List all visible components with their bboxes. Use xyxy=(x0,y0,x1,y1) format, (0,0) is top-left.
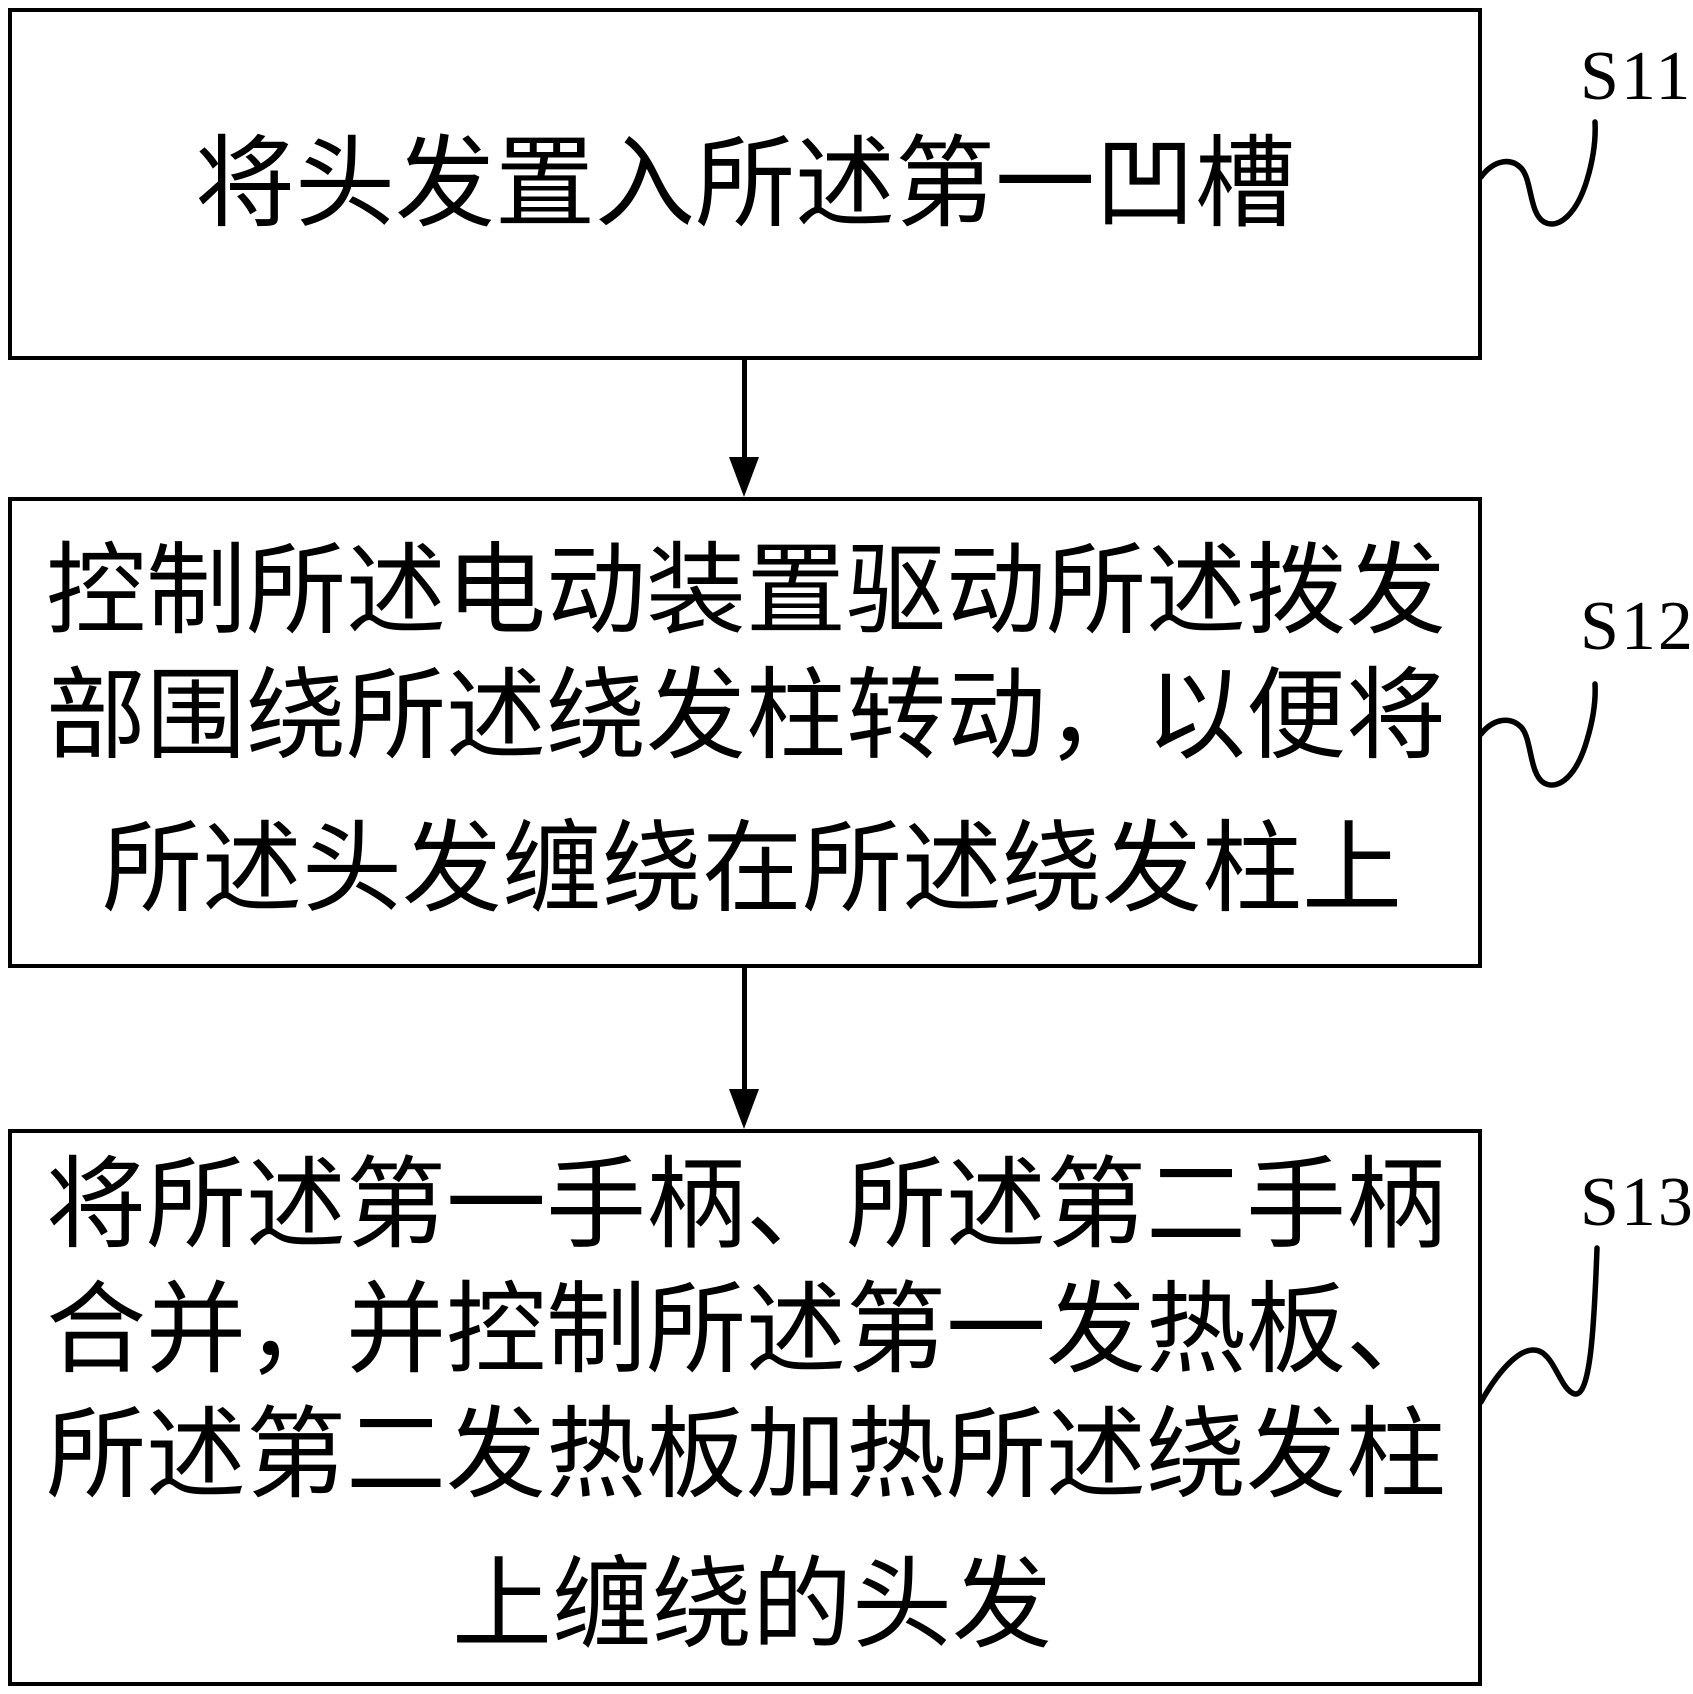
step-s13-text-line: 所述第二发热板加热所述绕发柱 xyxy=(46,1400,1446,1511)
step-box-s13: 将所述第一手柄、所述第二手柄 合并，并控制所述第一发热板、 所述第二发热板加热所… xyxy=(8,1129,1482,1686)
squiggle-connector-s11 xyxy=(1478,119,1598,227)
step-label-s12: S12 xyxy=(1580,588,1693,665)
step-s12-text-line: 控制所述电动装置驱动所述拨发 xyxy=(46,536,1446,647)
step-s13-text-line: 将所述第一手柄、所述第二手柄 xyxy=(46,1150,1446,1261)
step-box-s12: 控制所述电动装置驱动所述拨发 部围绕所述绕发柱转动，以便将 所述头发缠绕在所述绕… xyxy=(8,497,1482,968)
squiggle-connector-s12 xyxy=(1478,681,1598,788)
step-s12-text-line: 所述头发缠绕在所述绕发柱上 xyxy=(102,814,1402,925)
arrow-head-icon xyxy=(729,1089,759,1129)
step-s13-text-line: 上缠绕的头发 xyxy=(452,1550,1052,1661)
squiggle-connector-s13 xyxy=(1478,1245,1600,1405)
arrow-head-icon xyxy=(729,457,759,497)
arrow-stem xyxy=(742,968,747,1091)
step-s13-text-line: 合并，并控制所述第一发热板、 xyxy=(46,1275,1446,1386)
step-s12-text-line: 部围绕所述绕发柱转动，以便将 xyxy=(46,661,1446,772)
step-s11-text-line: 将头发置入所述第一凹槽 xyxy=(195,128,1295,240)
step-label-s13: S13 xyxy=(1580,1164,1693,1241)
step-label-s11: S11 xyxy=(1580,38,1693,115)
step-box-s11: 将头发置入所述第一凹槽 xyxy=(8,8,1482,360)
arrow-stem xyxy=(742,360,747,460)
